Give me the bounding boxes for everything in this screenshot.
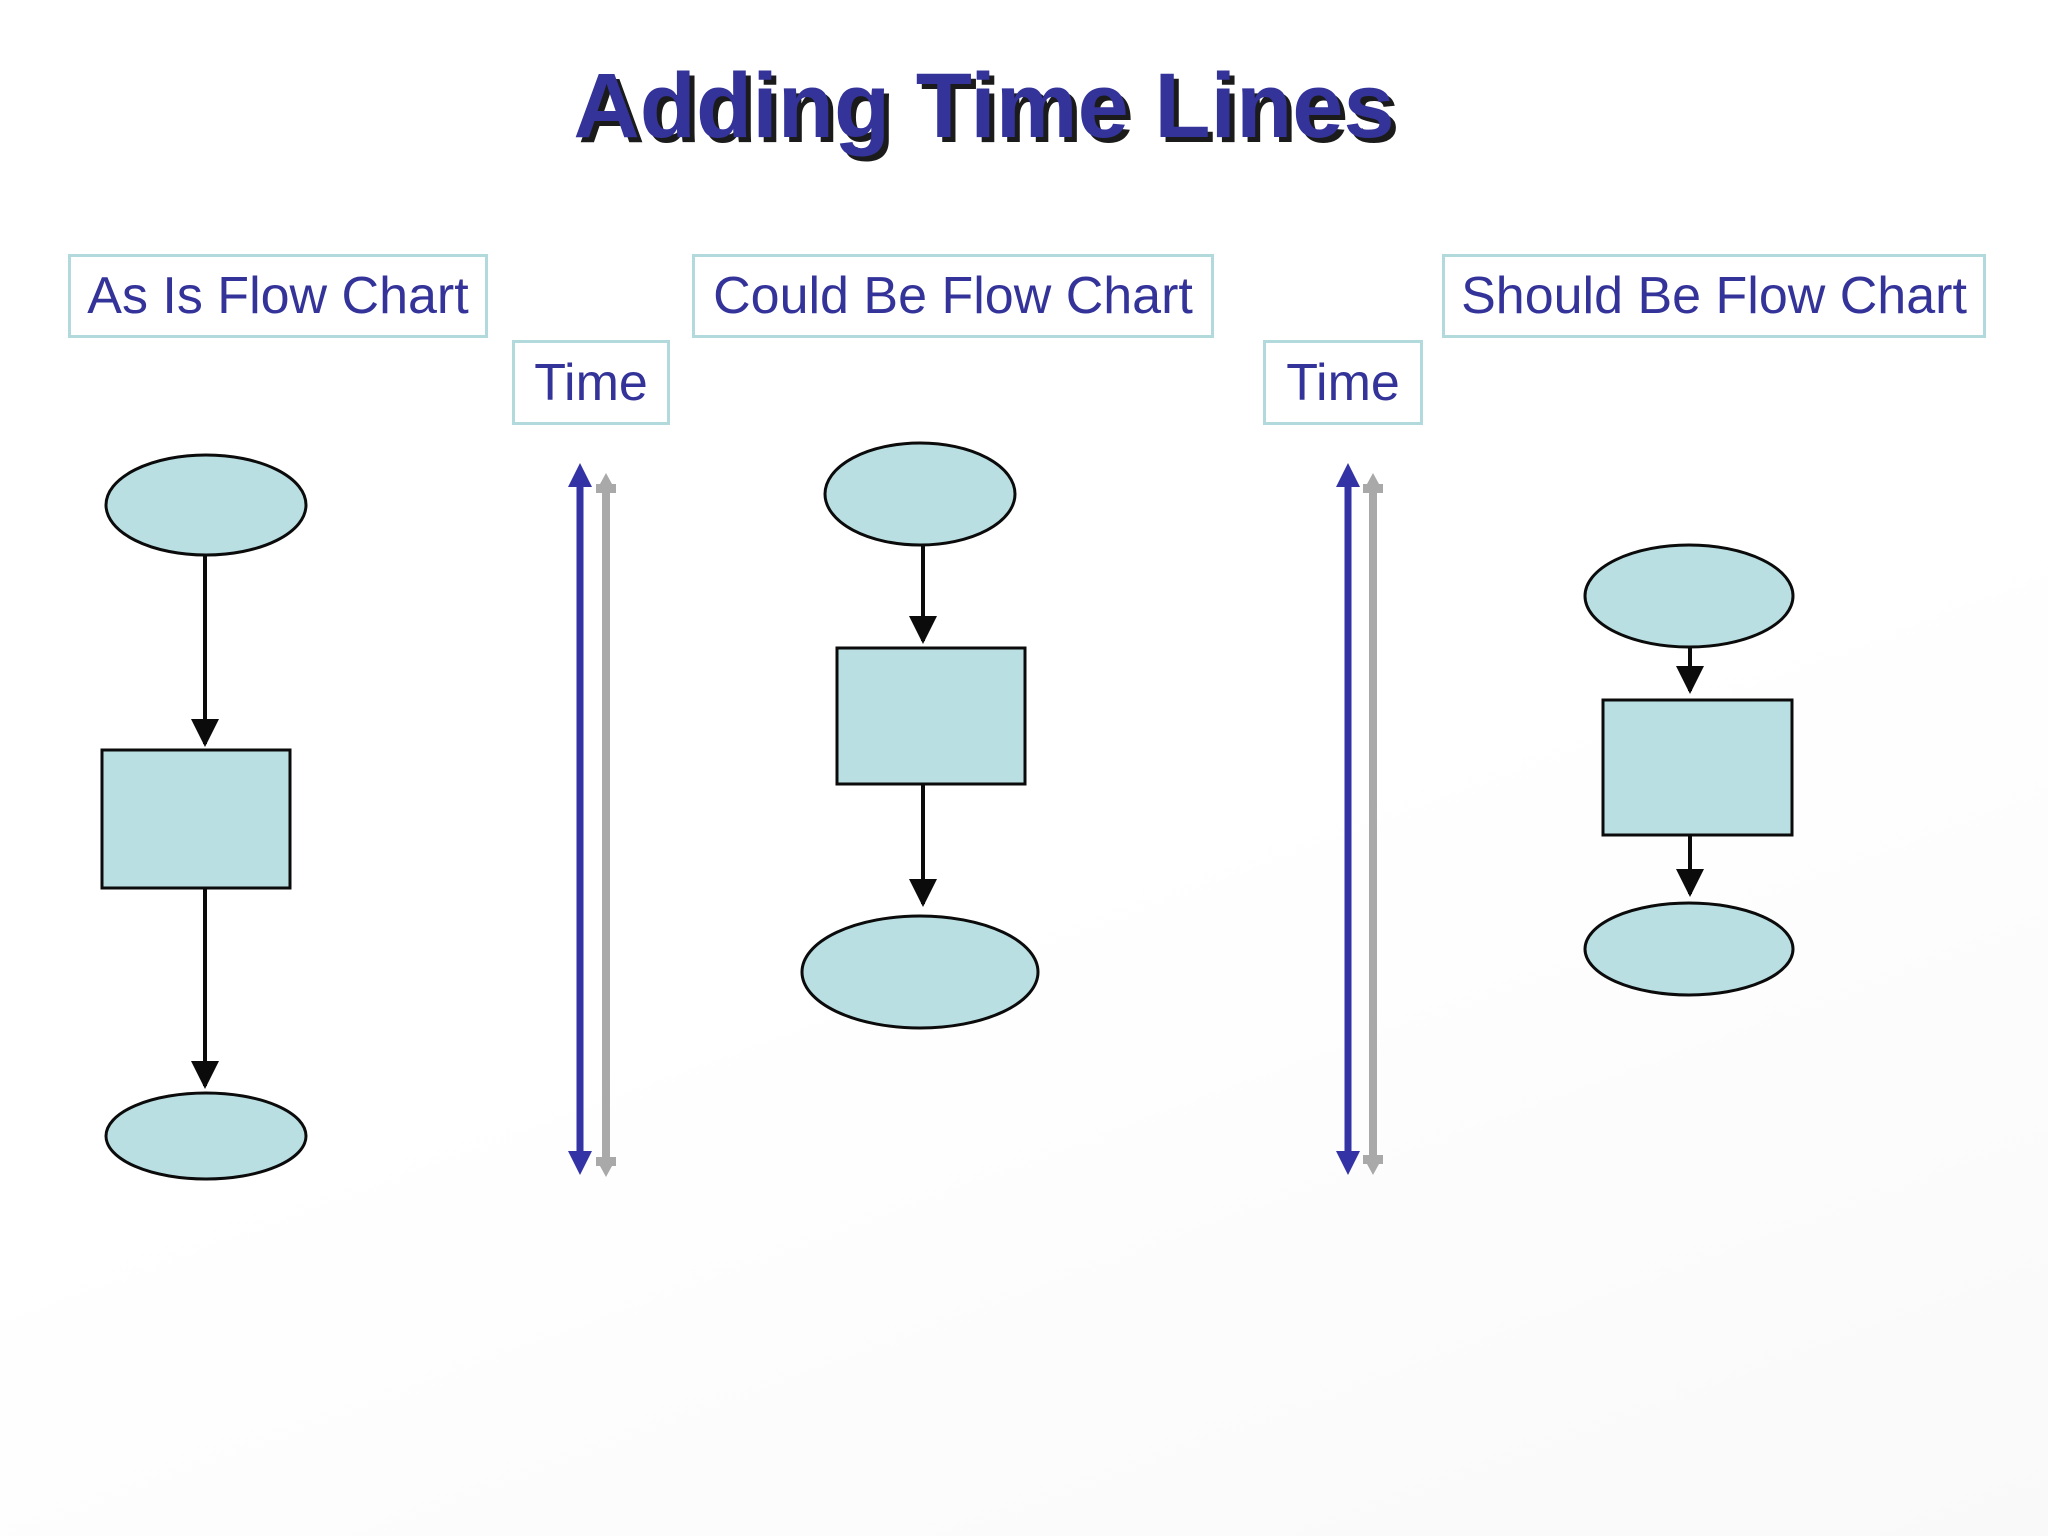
time-label-1: Time xyxy=(512,340,670,425)
slide-title: Adding Time Lines xyxy=(573,55,1395,157)
should-be-end-ellipse xyxy=(1583,901,1795,997)
time-label-2: Time xyxy=(1263,340,1423,425)
could-be-end-ellipse xyxy=(800,914,1040,1030)
chart-label-as-is: As Is Flow Chart xyxy=(68,254,488,338)
timeline-1 xyxy=(568,463,616,1177)
could-be-start-ellipse xyxy=(823,441,1017,547)
as-is-end-ellipse xyxy=(104,1091,308,1181)
could-be-process-rect xyxy=(835,646,1027,786)
chart-label-should-be: Should Be Flow Chart xyxy=(1442,254,1986,338)
as-is-process-rect xyxy=(100,748,292,890)
flowchart-as-is xyxy=(100,453,308,1181)
should-be-start-ellipse xyxy=(1583,543,1795,649)
as-is-start-ellipse xyxy=(104,453,308,557)
flowchart-should-be xyxy=(1583,543,1795,997)
chart-label-could-be: Could Be Flow Chart xyxy=(692,254,1214,338)
timeline-2 xyxy=(1336,463,1383,1175)
flowchart-could-be xyxy=(800,441,1040,1030)
should-be-process-rect xyxy=(1601,698,1794,837)
